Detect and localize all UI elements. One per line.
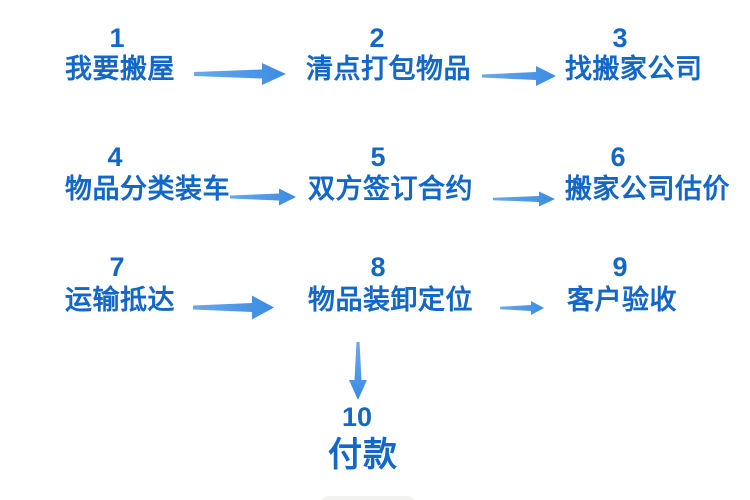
- arrow-right-icon-5-6: [493, 191, 555, 207]
- arrow-right-icon-7-8: [193, 295, 274, 320]
- arrow-right-icon-4-5: [230, 188, 296, 206]
- cropped-bottom-element: [322, 496, 414, 500]
- arrow-right-icon-1-2: [194, 63, 286, 85]
- arrow-down-icon-8-10: [349, 342, 367, 400]
- step-number-10: 10: [341, 402, 373, 432]
- step-number-5: 5: [370, 142, 386, 172]
- step-number-2: 2: [369, 23, 385, 53]
- step-number-6: 6: [610, 142, 626, 172]
- step-label-find-mover: 找搬家公司: [565, 54, 703, 84]
- step-number-8: 8: [370, 252, 386, 282]
- step-label-count-pack-items: 清点打包物品: [306, 54, 471, 84]
- step-label-sign-contract: 双方签订合约: [308, 174, 473, 204]
- step-label-mover-estimate: 搬家公司估价: [565, 174, 730, 204]
- step-number-1: 1: [109, 23, 125, 53]
- step-number-4: 4: [107, 142, 123, 172]
- step-label-move-house: 我要搬屋: [65, 54, 175, 84]
- step-label-sort-load-items: 物品分类装车: [65, 174, 230, 204]
- step-number-3: 3: [612, 23, 628, 53]
- step-number-9: 9: [612, 252, 628, 282]
- arrow-right-icon-8-9: [500, 301, 544, 315]
- step-label-unload-position: 物品装卸定位: [308, 285, 473, 315]
- step-label-payment: 付款: [328, 436, 398, 474]
- step-label-transport-arrive: 运输抵达: [65, 285, 175, 315]
- arrow-right-icon-2-3: [482, 66, 556, 86]
- step-number-7: 7: [109, 252, 125, 282]
- step-label-customer-accept: 客户验收: [567, 285, 677, 315]
